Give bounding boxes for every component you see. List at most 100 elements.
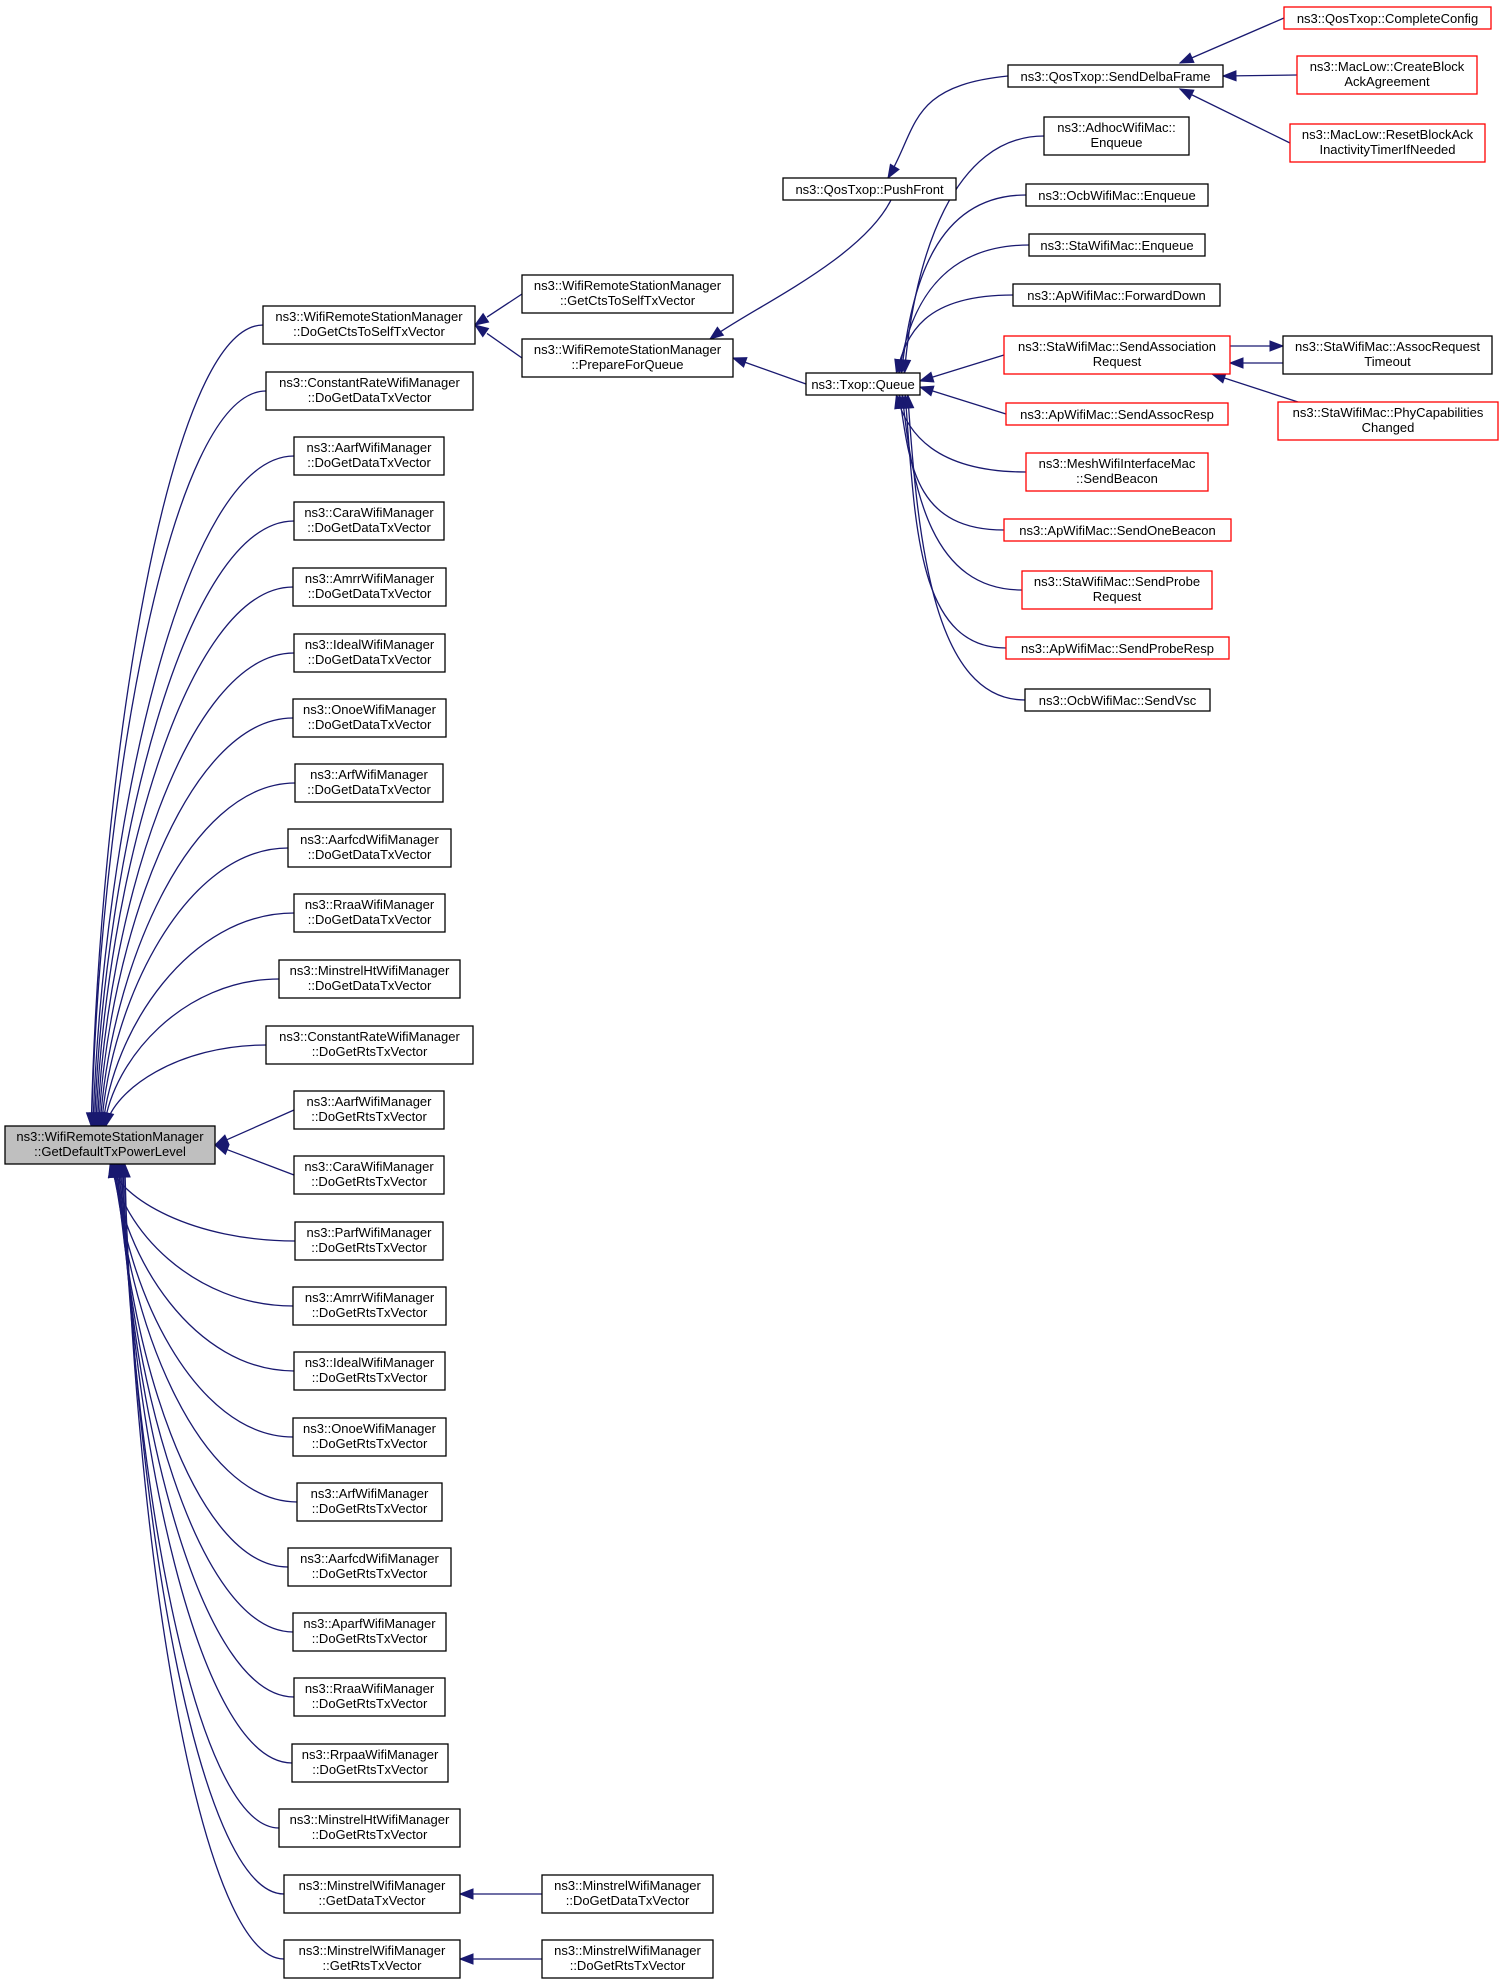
node-prepareForQueue[interactable]: ns3::WifiRemoteStationManager::PrepareFo… [521, 338, 734, 378]
node-sendDelba[interactable]: ns3::QosTxop::SendDelbaFrame [1007, 64, 1224, 88]
edge-txopQueue-prepareForQueue [731, 357, 807, 385]
node-label-line: ns3::WifiRemoteStationManager [534, 342, 722, 357]
node-idealDataTx[interactable]: ns3::IdealWifiManager::DoGetDataTxVector [293, 633, 446, 673]
node-label-line: ns3::AmrrWifiManager [305, 571, 435, 586]
node-idealRtsTx[interactable]: ns3::IdealWifiManager::DoGetRtsTxVector [293, 1351, 446, 1391]
node-sendOneBeacon[interactable]: ns3::ApWifiMac::SendOneBeacon [1003, 518, 1232, 542]
edge-arfRtsTx-root [110, 1162, 298, 1503]
edge-assocReqTimeout-sendAssocReq [1228, 357, 1283, 369]
node-minGetRtsTx[interactable]: ns3::MinstrelWifiManager::GetRtsTxVector [283, 1939, 461, 1979]
node-label-line: Timeout [1364, 354, 1411, 369]
node-label-line: ::GetRtsTxVector [323, 1958, 423, 1973]
node-staEnqueue[interactable]: ns3::StaWifiMac::Enqueue [1028, 233, 1206, 257]
node-aarfcdDataTx[interactable]: ns3::AarfcdWifiManager::DoGetDataTxVecto… [287, 828, 452, 868]
node-minHtRtsTx[interactable]: ns3::MinstrelHtWifiManager::DoGetRtsTxVe… [278, 1808, 461, 1848]
node-rraaDataTx[interactable]: ns3::RraaWifiManager::DoGetDataTxVector [293, 893, 446, 933]
node-label-line: ns3::AarfWifiManager [307, 1094, 433, 1109]
node-doGetCtsToSelf[interactable]: ns3::WifiRemoteStationManager::DoGetCtsT… [262, 305, 476, 345]
node-label-line: ns3::AarfcdWifiManager [300, 832, 439, 847]
node-aarfRtsTx[interactable]: ns3::AarfWifiManager::DoGetRtsTxVector [293, 1090, 445, 1130]
edges [85, 17, 1299, 1965]
node-aarfDataTx[interactable]: ns3::AarfWifiManager::DoGetDataTxVector [293, 436, 445, 476]
node-label-line: ::DoGetDataTxVector [308, 912, 432, 927]
node-label-line: ns3::RrpaaWifiManager [302, 1747, 439, 1762]
node-label-line: ns3::OcbWifiMac::SendVsc [1039, 693, 1197, 708]
node-label-line: ns3::ArfWifiManager [311, 1486, 429, 1501]
edge-parfRtsTx-root [108, 1162, 296, 1242]
node-txopQueue[interactable]: ns3::Txop::Queue [805, 372, 921, 396]
node-label-line: AckAgreement [1344, 74, 1430, 89]
node-label-line: ns3::MinstrelWifiManager [299, 1943, 446, 1958]
node-label-line: Enqueue [1090, 135, 1142, 150]
node-arfRtsTx[interactable]: ns3::ArfWifiManager::DoGetRtsTxVector [296, 1482, 443, 1522]
node-label-line: ns3::ApWifiMac::SendOneBeacon [1019, 523, 1216, 538]
node-label-line: ns3::MinstrelWifiManager [299, 1878, 446, 1893]
node-label-line: ns3::ApWifiMac::SendProbeResp [1021, 641, 1214, 656]
node-label-line: ::DoGetRtsTxVector [312, 1501, 428, 1516]
edge-sendDelba-pushFront [887, 75, 1009, 180]
node-label-line: ::DoGetDataTxVector [308, 847, 432, 862]
node-adhocEnqueue[interactable]: ns3::AdhocWifiMac::Enqueue [1043, 116, 1190, 156]
node-label-line: ns3::QosTxop::CompleteConfig [1297, 11, 1478, 26]
node-amrrRtsTx[interactable]: ns3::AmrrWifiManager::DoGetRtsTxVector [292, 1286, 447, 1326]
node-label-line: ns3::AarfWifiManager [307, 440, 433, 455]
edge-minHtDataTx-root [100, 978, 280, 1128]
node-label-line: ns3::AdhocWifiMac:: [1057, 120, 1176, 135]
node-label-line: ns3::MacLow::ResetBlockAck [1302, 127, 1474, 142]
node-apForwardDown[interactable]: ns3::ApWifiMac::ForwardDown [1012, 283, 1221, 307]
node-minDoGetDataTx[interactable]: ns3::MinstrelWifiManager::DoGetDataTxVec… [541, 1874, 714, 1914]
node-rraaRtsTx[interactable]: ns3::RraaWifiManager::DoGetRtsTxVector [293, 1677, 446, 1717]
node-pushFront[interactable]: ns3::QosTxop::PushFront [782, 177, 957, 201]
edge-phyCapChanged-sendAssocReq [1210, 372, 1299, 403]
node-label-line: ns3::MinstrelHtWifiManager [290, 1812, 450, 1827]
node-sendProbeResp[interactable]: ns3::ApWifiMac::SendProbeResp [1005, 636, 1230, 660]
node-caraDataTx[interactable]: ns3::CaraWifiManager::DoGetDataTxVector [293, 501, 445, 541]
node-label-line: ::DoGetRtsTxVector [311, 1109, 427, 1124]
node-label-line: ::DoGetRtsTxVector [312, 1436, 428, 1451]
node-label-line: ::DoGetDataTxVector [566, 1893, 690, 1908]
edge-doGetCtsToSelf-root [85, 324, 264, 1128]
node-getCtsToSelf[interactable]: ns3::WifiRemoteStationManager::GetCtsToS… [521, 274, 734, 314]
node-ocbSendVsc[interactable]: ns3::OcbWifiMac::SendVsc [1024, 688, 1211, 712]
node-onoeDataTx[interactable]: ns3::OnoeWifiManager::DoGetDataTxVector [292, 698, 447, 738]
node-amrrDataTx[interactable]: ns3::AmrrWifiManager::DoGetDataTxVector [292, 567, 447, 607]
node-label-line: ::DoGetDataTxVector [308, 586, 432, 601]
node-label-line: ns3::OnoeWifiManager [303, 1421, 437, 1436]
edge-pushFront-prepareForQueue [708, 199, 892, 340]
node-constRtsTx[interactable]: ns3::ConstantRateWifiManager::DoGetRtsTx… [265, 1025, 474, 1065]
edge-minDoGetDataTx-minGetDataTx [458, 1888, 542, 1900]
edge-minGetRtsTx-root [119, 1162, 285, 1960]
root-node: ns3::WifiRemoteStationManager::GetDefaul… [4, 1125, 216, 1165]
node-onoeRtsTx[interactable]: ns3::OnoeWifiManager::DoGetRtsTxVector [292, 1417, 447, 1457]
node-label-line: ns3::WifiRemoteStationManager [275, 309, 463, 324]
node-meshSendBeacon[interactable]: ns3::MeshWifiInterfaceMac::SendBeacon [1025, 452, 1209, 492]
node-rrpaaRtsTx[interactable]: ns3::RrpaaWifiManager::DoGetRtsTxVector [291, 1743, 449, 1783]
node-minHtDataTx[interactable]: ns3::MinstrelHtWifiManager::DoGetDataTxV… [278, 959, 461, 999]
node-minGetDataTx[interactable]: ns3::MinstrelWifiManager::GetDataTxVecto… [283, 1874, 461, 1914]
node-label-line: ns3::ConstantRateWifiManager [279, 1029, 460, 1044]
node-label-line: ns3::AmrrWifiManager [305, 1290, 435, 1305]
edge-minGetDataTx-root [118, 1162, 285, 1895]
node-parfRtsTx[interactable]: ns3::ParfWifiManager::DoGetRtsTxVector [294, 1221, 444, 1261]
node-ocbEnqueue[interactable]: ns3::OcbWifiMac::Enqueue [1025, 183, 1209, 207]
edge-resetBlockAck-sendDelba [1178, 88, 1291, 144]
node-label-line: ::DoGetRtsTxVector [312, 1631, 428, 1646]
edge-getCtsToSelf-doGetCtsToSelf [473, 293, 523, 326]
node-aparfRtsTx[interactable]: ns3::AparfWifiManager::DoGetRtsTxVector [292, 1612, 447, 1652]
edge-idealRtsTx-root [108, 1162, 295, 1372]
node-aarfcdRtsTx[interactable]: ns3::AarfcdWifiManager::DoGetRtsTxVector [287, 1547, 452, 1587]
node-minDoGetRtsTx[interactable]: ns3::MinstrelWifiManager::DoGetRtsTxVect… [541, 1939, 714, 1979]
node-label-line: ns3::StaWifiMac::SendProbe [1034, 574, 1200, 589]
node-sendAssocResp[interactable]: ns3::ApWifiMac::SendAssocResp [1005, 402, 1229, 426]
node-constDataTx[interactable]: ns3::ConstantRateWifiManager::DoGetDataT… [265, 371, 474, 411]
node-label-line: ns3::MacLow::CreateBlock [1310, 59, 1465, 74]
node-caraRtsTx[interactable]: ns3::CaraWifiManager::DoGetRtsTxVector [293, 1155, 445, 1195]
node-arfDataTx[interactable]: ns3::ArfWifiManager::DoGetDataTxVector [294, 763, 444, 803]
node-resetBlockAck[interactable]: ns3::MacLow::ResetBlockAckInactivityTime… [1289, 123, 1486, 163]
node-completeConfig[interactable]: ns3::QosTxop::CompleteConfig [1283, 6, 1492, 30]
